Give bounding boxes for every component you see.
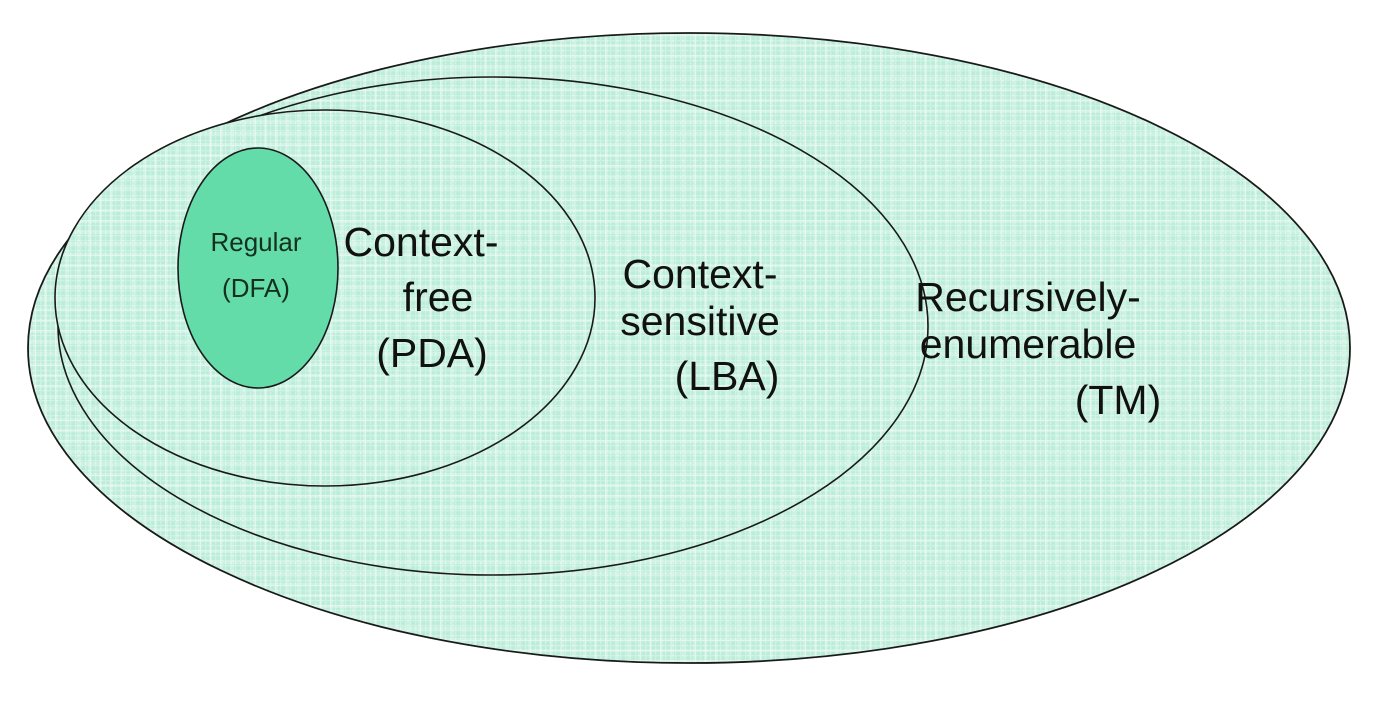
label-re-line-1: Recursively- <box>915 274 1141 320</box>
label-context-sensitive: Context- sensitive (LBA) <box>620 251 780 399</box>
label-recursively-enumerable: Recursively- enumerable (TM) <box>915 274 1161 423</box>
label-re-line-3: (TM) <box>1075 377 1162 423</box>
label-regular-line-1: Regular <box>210 227 301 257</box>
label-cf-line-2: free <box>403 274 474 320</box>
label-regular-line-2: (DFA) <box>222 273 290 303</box>
label-cf-line-1: Context- <box>344 219 499 265</box>
set-regular <box>177 147 339 389</box>
label-context-free: Context- free (PDA) <box>344 219 499 376</box>
ellipse-regular <box>177 147 339 389</box>
label-cf-line-3: (PDA) <box>376 330 488 376</box>
label-regular: Regular (DFA) <box>210 227 301 303</box>
label-cs-line-2: sensitive <box>620 298 780 344</box>
label-re-line-2: enumerable <box>920 321 1137 367</box>
label-cs-line-3: (LBA) <box>675 353 780 399</box>
label-cs-line-1: Context- <box>623 251 778 297</box>
